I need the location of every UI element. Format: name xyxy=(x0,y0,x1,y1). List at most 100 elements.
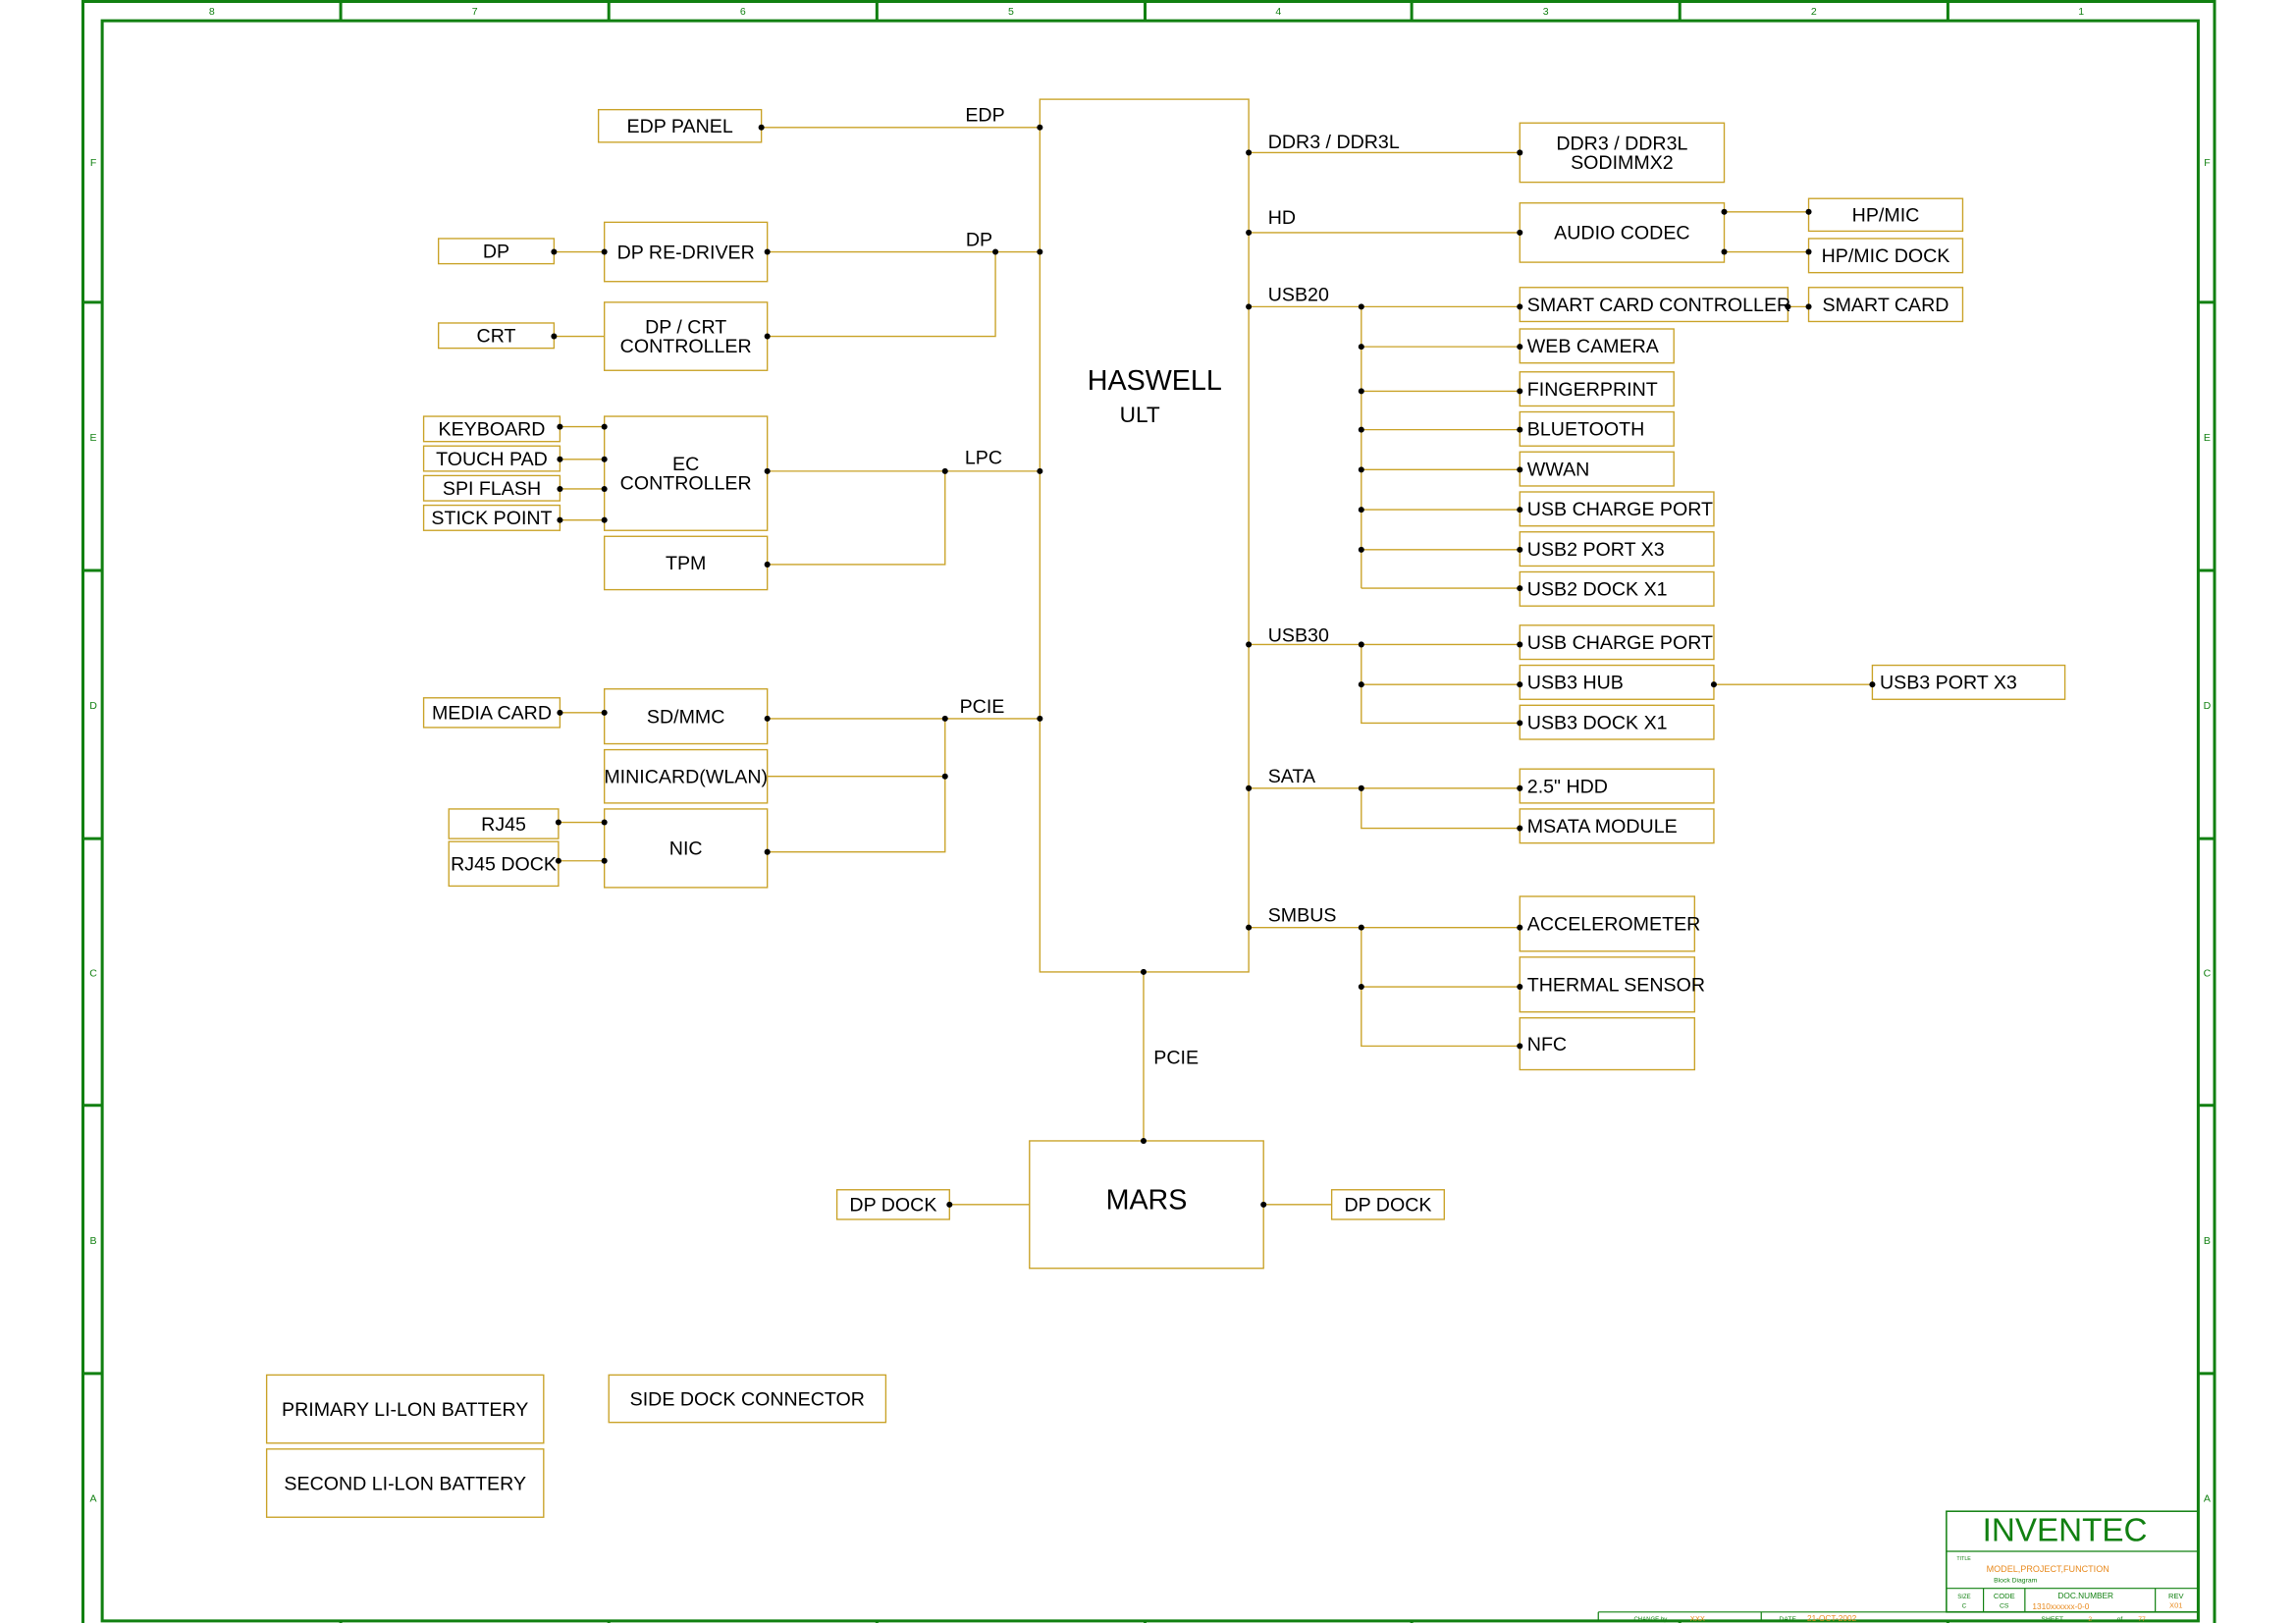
block-label: HP/MIC xyxy=(1852,205,1920,227)
usb2-dock-x1-block-outline xyxy=(1519,570,1715,607)
block-label: KEYBOARD xyxy=(439,419,546,441)
bluetooth-block-outline xyxy=(1519,410,1675,447)
touch-pad-block: TOUCH PAD xyxy=(422,445,561,472)
block-label: RJ45 DOCK xyxy=(451,854,557,876)
junction-dot xyxy=(1037,467,1043,474)
junction-dot xyxy=(1517,229,1523,236)
junction-dot xyxy=(1517,303,1523,310)
junction-dot xyxy=(1517,585,1523,592)
rj45-dock-block: RJ45 DOCK xyxy=(448,840,560,888)
size-label: SIZE xyxy=(1957,1595,1970,1600)
dp-redriver-block-outline xyxy=(604,221,769,283)
junction-dot xyxy=(1358,507,1364,514)
junction-dot xyxy=(1246,149,1253,156)
doc-number-label: DOC.NUMBER xyxy=(2057,1591,2113,1600)
wire xyxy=(767,251,996,338)
thermal-sensor-block-outline xyxy=(1519,956,1696,1013)
column-label-top: 3 xyxy=(1543,6,1549,18)
junction-dot xyxy=(1358,984,1364,991)
block-label: SECOND LI-LON BATTERY xyxy=(284,1473,526,1494)
msata-block: MSATA MODULE xyxy=(1519,808,1715,844)
junction-dot xyxy=(601,516,608,523)
junction-dot xyxy=(758,124,765,131)
row-label-right: C xyxy=(2204,967,2212,979)
bus-label-sata: SATA xyxy=(1268,766,1316,787)
block-label: EDP PANEL xyxy=(627,116,733,137)
tpm-block: TPM xyxy=(604,535,769,591)
junction-dot xyxy=(941,773,948,780)
junction-dot xyxy=(1805,303,1812,310)
second-battery-block: SECOND LI-LON BATTERY xyxy=(265,1448,545,1518)
block-label: EC xyxy=(672,454,699,475)
smart-card-controller-block-outline xyxy=(1519,287,1789,323)
block-label: ACCELEROMETER xyxy=(1527,914,1701,936)
row-label-right: F xyxy=(2204,157,2211,169)
block-label: MSATA MODULE xyxy=(1527,816,1678,838)
smart-card-controller-block: SMART CARD CONTROLLER xyxy=(1519,287,1790,323)
crt-block-outline xyxy=(437,322,556,350)
junction-dot xyxy=(1517,984,1523,991)
junction-dot xyxy=(1721,248,1728,255)
block-label: DP xyxy=(483,242,509,263)
column-label-top: 4 xyxy=(1275,6,1281,18)
keyboard-block: KEYBOARD xyxy=(422,415,561,443)
junction-dot xyxy=(1037,248,1043,255)
title-block: INVENTECTITLEMODEL,PROJECT,FUNCTIONBlock… xyxy=(1597,1510,2200,1623)
row-label-left: F xyxy=(90,157,97,169)
bluetooth-block: BLUETOOTH xyxy=(1519,410,1675,447)
block-label: AUDIO CODEC xyxy=(1554,223,1689,244)
change-by-label: CHANGE by xyxy=(1633,1617,1667,1623)
haswell-title: HASWELL xyxy=(1088,365,1222,397)
usb3-port-x3-block: USB3 PORT X3 xyxy=(1871,664,2066,700)
usb2-dock-x1-block: USB2 DOCK X1 xyxy=(1519,570,1715,607)
junction-dot xyxy=(1517,388,1523,395)
wwan-block: WWAN xyxy=(1519,451,1675,487)
block-label: USB CHARGE PORT xyxy=(1527,632,1713,654)
junction-dot xyxy=(1246,784,1253,791)
junction-dot xyxy=(941,715,948,722)
hp-mic-block-outline xyxy=(1807,197,1964,233)
inner-border xyxy=(100,19,2200,1623)
junction-dot xyxy=(764,248,771,255)
bus-label-hd: HD xyxy=(1268,207,1296,229)
block-label: WWAN xyxy=(1527,459,1590,480)
drawing-title: MODEL,PROJECT,FUNCTION xyxy=(1987,1564,2109,1574)
junction-dot xyxy=(1517,344,1523,351)
bus-label-smbus: SMBUS xyxy=(1268,905,1337,927)
sheet-count: 77 xyxy=(2138,1616,2146,1623)
block-label: DP / CRT xyxy=(645,317,726,339)
junction-dot xyxy=(557,456,563,462)
keyboard-block-outline xyxy=(422,415,561,443)
block-label: USB2 DOCK X1 xyxy=(1527,579,1668,601)
junction-dot xyxy=(1358,546,1364,553)
junction-dot xyxy=(1246,641,1253,648)
junction-dot xyxy=(1517,720,1523,727)
block-label: NFC xyxy=(1527,1034,1567,1055)
block-label: HP/MIC DOCK xyxy=(1822,245,1950,267)
smart-card-block-outline xyxy=(1807,287,1964,323)
sdmmc-block-outline xyxy=(604,688,769,745)
hdd-block: 2.5" HDD xyxy=(1519,768,1715,804)
junction-dot xyxy=(555,857,561,864)
block-label: TOUCH PAD xyxy=(436,449,548,470)
junction-dot xyxy=(1517,149,1523,156)
block-label: STICK POINT xyxy=(431,508,552,529)
row-label-left: E xyxy=(90,432,97,444)
minicard-block: MINICARD(WLAN) xyxy=(604,748,769,804)
column-label-top: 5 xyxy=(1008,6,1014,18)
date-label: DATE xyxy=(1779,1616,1796,1623)
company-logo-text: INVENTEC xyxy=(1983,1512,2148,1548)
usb3-dock-x1-block: USB3 DOCK X1 xyxy=(1519,704,1715,740)
usb3-port-x3-block-outline xyxy=(1871,664,2066,700)
msata-block-outline xyxy=(1519,808,1715,844)
junction-dot xyxy=(1710,681,1717,688)
junction-dot xyxy=(1140,1137,1147,1144)
column-label-top: 1 xyxy=(2078,6,2084,18)
block-label: CONTROLLER xyxy=(620,336,752,357)
block-label: SPI FLASH xyxy=(443,478,541,500)
second-battery-block-outline xyxy=(265,1448,545,1518)
web-camera-block: WEB CAMERA xyxy=(1519,328,1675,364)
mars-block: MARS xyxy=(1029,1140,1264,1270)
